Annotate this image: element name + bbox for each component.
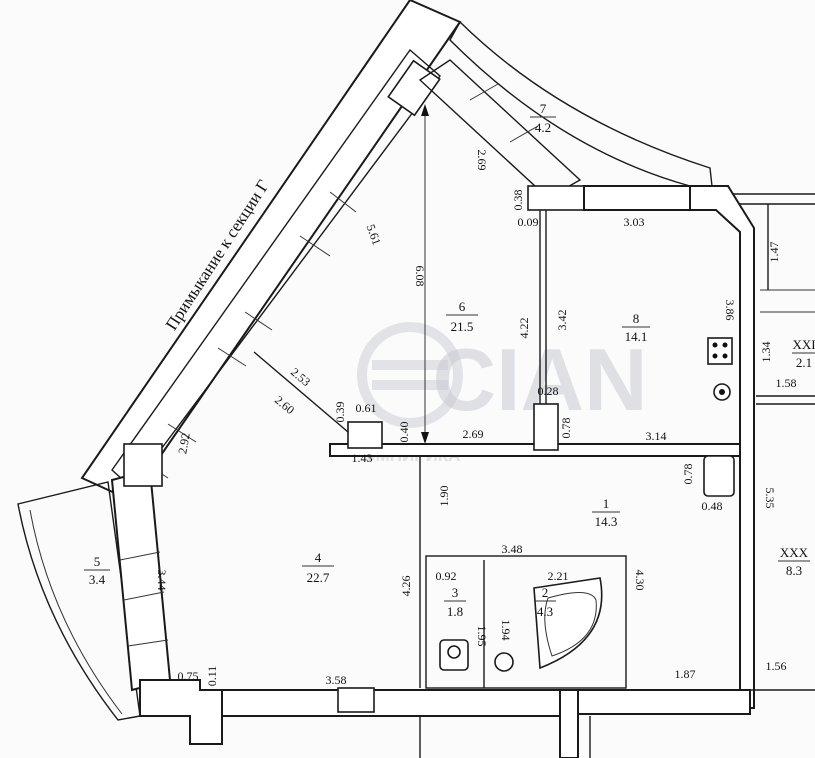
dimension-label: 2.60: [272, 393, 297, 417]
dimension-label: 2.69: [475, 150, 489, 171]
room-area: 8.3: [786, 563, 802, 578]
fixtures: [439, 337, 735, 672]
room-num: 7: [540, 101, 547, 116]
room-num: 2: [542, 585, 549, 600]
dimension-label: 2.92: [175, 432, 192, 455]
dimension-label: 1.34: [759, 342, 773, 363]
dimension-label: 1.43: [352, 451, 373, 465]
room-area: 22.7: [307, 570, 330, 585]
dimension-label: 4.30: [633, 570, 647, 591]
room-area: 4.3: [537, 604, 553, 619]
dimension-label: 3.48: [502, 542, 523, 556]
room-num: 6: [459, 299, 466, 314]
dimension-label: 0.39: [333, 402, 347, 423]
room-area: 1.8: [447, 604, 463, 619]
diagonal-wall: [80, 0, 462, 502]
room-num: XXI: [792, 337, 815, 352]
dimension-label: 4.26: [399, 576, 413, 597]
room-area: 2.1: [796, 355, 812, 370]
dimension-label: 0.78: [559, 418, 573, 439]
room-area: 4.2: [535, 120, 551, 135]
height-dimension-arrow: [421, 104, 429, 444]
dimension-label: 1.95: [475, 626, 489, 647]
room-area: 21.5: [451, 319, 474, 334]
dimension-label: 1.90: [437, 486, 451, 507]
dimension-label: 2.21: [548, 569, 569, 583]
interior-walls: [110, 185, 815, 758]
dimension-label: 5.35: [763, 488, 777, 509]
dimension-label: 2.69: [463, 427, 484, 441]
room-num: 8: [633, 311, 640, 326]
room-num: XXX: [780, 545, 809, 560]
dimension-label: 0.09: [518, 215, 539, 229]
room-num: 5: [94, 554, 101, 569]
dimension-label: 2.53: [288, 365, 313, 389]
dimension-label: 1.47: [767, 242, 781, 263]
dimension-label: 3.44: [155, 570, 169, 591]
dimension-label: 0.61: [356, 401, 377, 415]
balcony-7-outline: [418, 20, 713, 211]
dimension-label: 0.48: [702, 499, 723, 513]
dimension-label: 0.38: [511, 190, 525, 211]
dimension-label: 3.14: [646, 429, 667, 443]
dimension-label: 1.56: [766, 659, 787, 673]
room-num: 1: [603, 496, 610, 511]
balcony-5-outline: [17, 481, 141, 721]
dimension-label: 0.40: [397, 422, 411, 443]
dimension-label: 0.78: [681, 464, 695, 485]
dimension-label: 0.92: [436, 569, 457, 583]
dimension-label: 5.61: [364, 222, 384, 247]
room-num: 3: [452, 585, 459, 600]
room-labels: 8 14.1 6 21.5 7 4.2 1 14.3 4 22.7 5 3.4 …: [84, 101, 815, 619]
dimension-label: 3.58: [326, 673, 347, 687]
dimension-label: 3.86: [723, 300, 737, 321]
dimension-label: 3.03: [624, 215, 645, 229]
dimension-label: 1.87: [675, 667, 696, 681]
dimension-label: 0.11: [205, 666, 219, 687]
room-num: 4: [315, 550, 322, 565]
dimension-label: 3.42: [555, 310, 569, 331]
shower-drain-icon: [494, 652, 514, 672]
room-area: 3.4: [89, 572, 106, 587]
dimension-label: 0.28: [538, 384, 559, 398]
dimension-label: 4.22: [517, 318, 531, 339]
stove-icon: [707, 337, 733, 365]
room-area: 14.1: [625, 329, 648, 344]
dimension-label: 1.94: [499, 620, 513, 641]
kitchen-sink-icon: [703, 455, 735, 497]
dimension-label: 0.75: [178, 669, 199, 683]
room-area: 14.3: [595, 514, 618, 529]
dimension-label: 1.58: [776, 376, 797, 390]
dimension-label: 6.08: [413, 266, 427, 287]
